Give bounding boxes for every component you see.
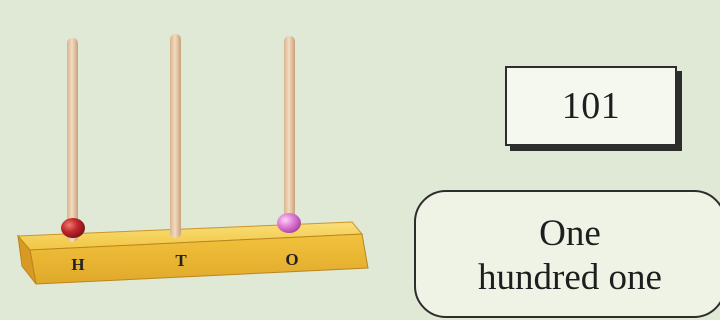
label-hundreds: H: [71, 255, 84, 274]
number-words-box: One hundred one: [414, 190, 720, 318]
label-tens: T: [175, 251, 187, 270]
number-box: 101: [505, 66, 677, 146]
rod-hundreds: [67, 38, 78, 242]
bead-hundreds: [61, 218, 85, 238]
number-words-line-2: hundred one: [478, 257, 662, 298]
rod-ones: [284, 36, 295, 234]
abacus-base-end: [17, 234, 37, 285]
bead-ones: [277, 213, 301, 233]
label-ones: O: [285, 250, 298, 269]
number-words-line-1: One: [539, 213, 601, 254]
rod-tens: [170, 34, 181, 238]
number-value: 101: [561, 85, 621, 127]
